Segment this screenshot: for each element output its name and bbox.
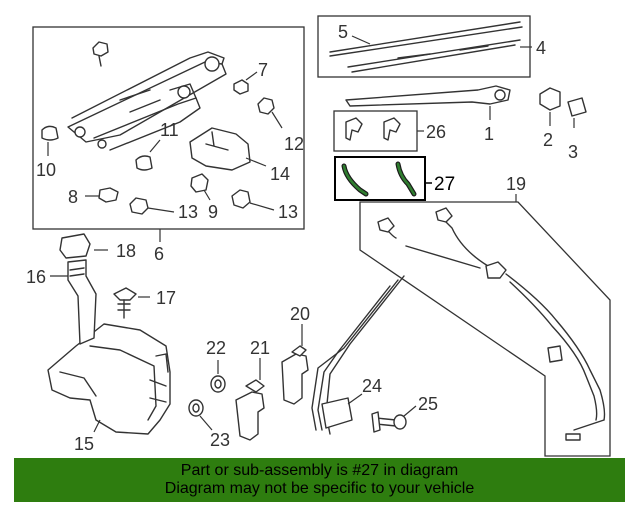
hose-group-panel bbox=[359, 201, 611, 457]
leader-11 bbox=[149, 139, 161, 153]
callout-16: 16 bbox=[26, 267, 46, 287]
leader-13-right bbox=[249, 202, 275, 211]
part-13-bolt-left bbox=[129, 197, 149, 215]
part-7-grommet bbox=[233, 79, 249, 95]
part-18-cap bbox=[59, 233, 91, 259]
leader-7 bbox=[245, 71, 258, 81]
leader-14 bbox=[245, 157, 267, 167]
callout-19: 19 bbox=[506, 174, 526, 194]
part-3-cover bbox=[567, 97, 587, 117]
banner-line-1: Part or sub-assembly is #27 in diagram bbox=[180, 462, 459, 479]
leader-15 bbox=[93, 419, 101, 433]
callout-1: 1 bbox=[484, 124, 494, 144]
callout-20: 20 bbox=[290, 304, 310, 324]
part-15-washer-reservoir bbox=[47, 323, 171, 435]
part-9-grommet bbox=[190, 173, 209, 193]
part-26-nozzle-left bbox=[345, 117, 363, 141]
callout-15: 15 bbox=[74, 434, 94, 454]
callout-11: 11 bbox=[160, 120, 179, 140]
part-20-washer-pump bbox=[281, 345, 309, 405]
callout-10: 10 bbox=[36, 160, 56, 180]
part-5-wiper-blade bbox=[329, 21, 523, 73]
callout-4: 4 bbox=[536, 38, 546, 58]
leader-5 bbox=[351, 35, 371, 45]
part-27-hose bbox=[341, 161, 417, 197]
part-14-wiper-motor bbox=[189, 127, 251, 171]
leader-24 bbox=[347, 393, 363, 405]
part-16-filler-neck bbox=[67, 259, 97, 345]
callout-13-left: 13 bbox=[178, 202, 198, 222]
bolt-top bbox=[92, 41, 109, 67]
washer-hose-line-1 bbox=[311, 279, 399, 431]
part-19-hose-assembly bbox=[377, 207, 606, 441]
part-26-nozzle-right bbox=[383, 117, 401, 141]
wiper-linkage-assembly bbox=[67, 51, 227, 151]
part-11-bushing bbox=[135, 155, 153, 171]
callout-6: 6 bbox=[154, 244, 164, 264]
callout-25: 25 bbox=[418, 394, 438, 414]
part-25-clip bbox=[371, 411, 407, 433]
callout-22: 22 bbox=[206, 338, 226, 358]
callout-14: 14 bbox=[270, 164, 290, 184]
part-24-clip bbox=[321, 397, 353, 429]
callout-27: 27 bbox=[434, 174, 455, 195]
part-1-wiper-arm bbox=[345, 85, 511, 107]
callout-26: 26 bbox=[426, 122, 446, 142]
linkage-group-box bbox=[32, 26, 305, 230]
part-17-clip bbox=[113, 287, 137, 319]
callout-7: 7 bbox=[258, 60, 268, 80]
part-22-grommet bbox=[210, 375, 226, 393]
callout-18: 18 bbox=[116, 241, 136, 261]
part-21-washer-pump bbox=[235, 379, 265, 441]
part-13-bolt-right bbox=[231, 189, 251, 209]
parts-diagram: 1 2 3 4 5 6 7 8 9 10 11 12 13 13 14 15 1… bbox=[26, 15, 611, 457]
part-27-box bbox=[334, 156, 426, 201]
part-10-bushing bbox=[41, 125, 59, 141]
callout-17: 17 bbox=[156, 288, 176, 308]
callout-13-right: 13 bbox=[278, 202, 298, 222]
info-banner: Part or sub-assembly is #27 in diagram D… bbox=[14, 458, 625, 502]
leader-12 bbox=[271, 111, 283, 129]
part-22-grommet-inner bbox=[214, 379, 222, 389]
callout-5: 5 bbox=[338, 22, 348, 42]
callout-3: 3 bbox=[568, 142, 578, 162]
banner-line-2: Diagram may not be specific to your vehi… bbox=[164, 480, 475, 497]
part-8-grommet bbox=[98, 187, 119, 203]
leader-25 bbox=[403, 405, 417, 417]
callout-23: 23 bbox=[210, 430, 230, 450]
leader-9 bbox=[203, 189, 211, 201]
part-2-cap bbox=[539, 87, 561, 111]
part-23-grommet bbox=[188, 399, 204, 417]
callout-2: 2 bbox=[543, 130, 553, 150]
callout-12: 12 bbox=[284, 134, 304, 154]
leader-13-left bbox=[147, 207, 175, 213]
callout-24: 24 bbox=[362, 376, 382, 396]
part-12-bolt bbox=[257, 97, 275, 115]
leader-23 bbox=[199, 415, 213, 431]
part-23-grommet-inner bbox=[192, 403, 200, 413]
callout-21: 21 bbox=[250, 338, 270, 358]
washer-hose-line-2 bbox=[317, 285, 391, 431]
callout-8: 8 bbox=[68, 187, 78, 207]
callout-9: 9 bbox=[208, 202, 218, 222]
